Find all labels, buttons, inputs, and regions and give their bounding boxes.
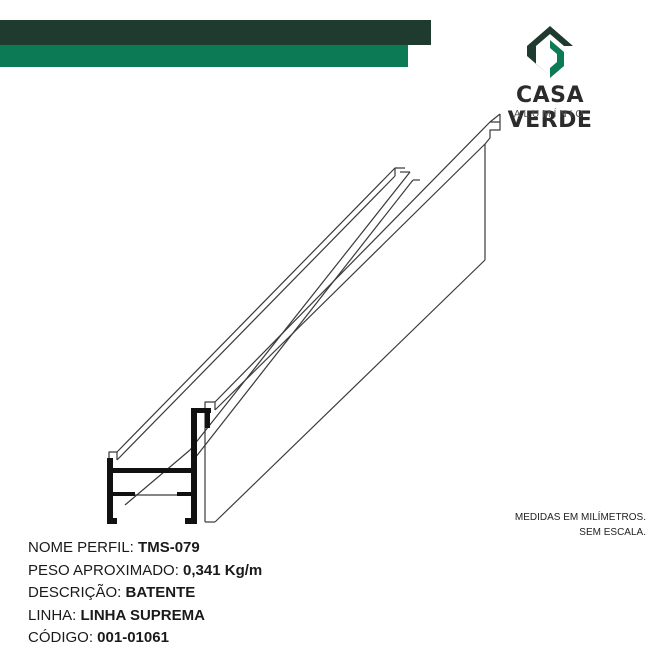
spec-linha-value: LINHA SUPREMA <box>80 606 205 624</box>
brand-name: CASA VERDE <box>507 83 593 133</box>
brand-subtitle: ALUMÍNIO <box>513 109 587 120</box>
measurement-note: MEDIDAS EM MILÍMETROS. SEM ESCALA. <box>515 510 646 540</box>
spec-codigo-label: CÓDIGO: <box>28 629 98 646</box>
spec-descricao-value: BATENTE <box>125 584 196 601</box>
profile-drawing <box>107 113 501 524</box>
brand-logo: CASA VERDE ALUMÍNIO <box>470 26 630 133</box>
spec-descricao: DESCRIÇÃO: BATENTE <box>28 582 262 605</box>
spec-nome-label: NOME PERFIL: <box>28 539 139 556</box>
spec-nome-value: TMS-079 <box>138 539 200 556</box>
spec-descricao-label: DESCRIÇÃO: <box>28 584 126 601</box>
spec-codigo: CÓDIGO: 001-01061 <box>28 627 262 650</box>
spec-linha-label: LINHA: <box>28 606 81 624</box>
spec-peso-value: 0,341 Kg/m <box>183 561 263 579</box>
header-band-green <box>0 45 408 67</box>
casa-verde-logo-icon <box>527 26 573 78</box>
note-line-1: MEDIDAS EM MILÍMETROS. <box>514 512 646 523</box>
spec-peso: PESO APROXIMADO: 0,341 Kg/m <box>28 560 262 583</box>
profile-specs: NOME PERFIL: TMS-079 PESO APROXIMADO: 0,… <box>28 537 262 650</box>
spec-peso-label: PESO APROXIMADO: <box>28 561 184 579</box>
note-line-2: SEM ESCALA. <box>579 527 646 538</box>
spec-nome: NOME PERFIL: TMS-079 <box>28 537 262 560</box>
spec-codigo-value: 001-01061 <box>97 629 169 646</box>
spec-linha: LINHA: LINHA SUPREMA <box>28 605 262 628</box>
header-band-dark <box>0 20 431 45</box>
